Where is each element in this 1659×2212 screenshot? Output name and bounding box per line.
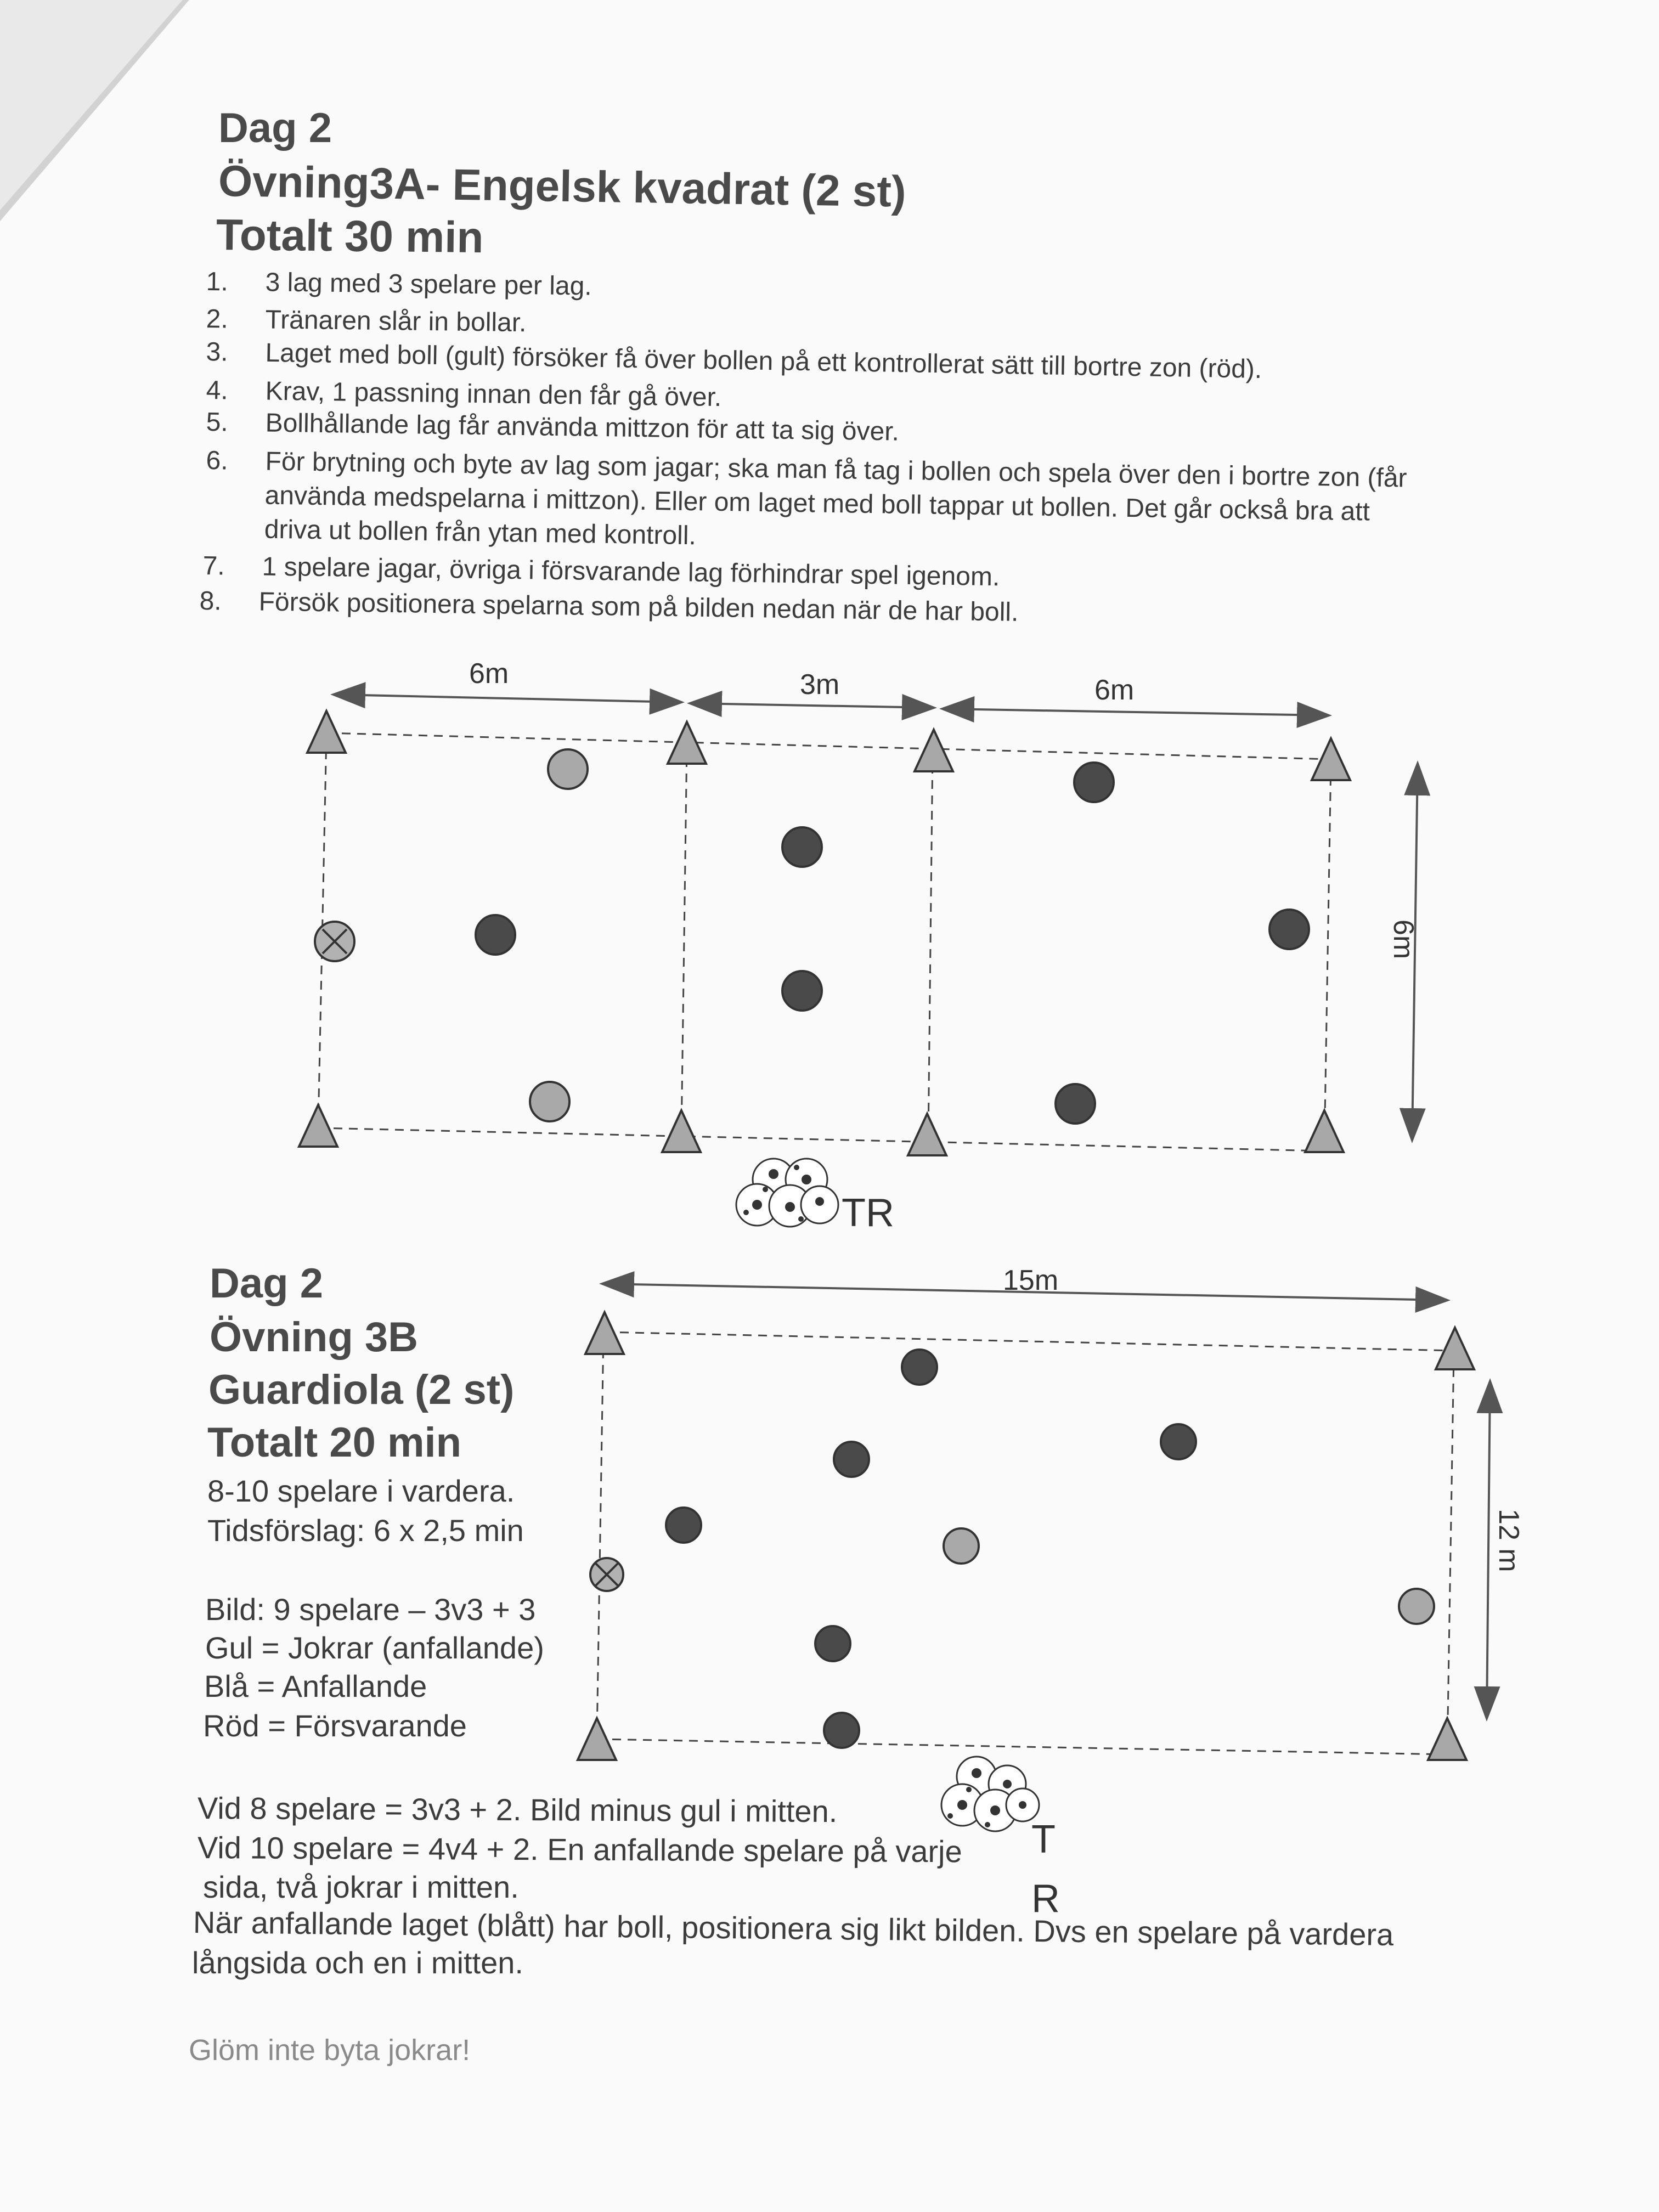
dimension-label-side: 12 m [1493,1509,1525,1572]
player-attacker [901,1348,938,1386]
section1-day: Dag 2 [218,105,332,151]
dimension-label-mid: 3m [800,669,840,701]
players-diagram1 [314,748,1310,1125]
player-middle [781,826,823,868]
note-line: sida, två jokrar i mitten. [203,1870,519,1904]
player-defender [665,1506,702,1544]
section2-total: Totalt 20 min [207,1419,462,1466]
section2-exercise-title: Övning 3B [210,1314,419,1361]
field-lines [596,1331,1455,1756]
section2-time-suggestion: Tidsförslag: 6 x 2,5 min [207,1513,524,1548]
field-lines [317,732,1333,1152]
legend-item: Bild: 9 spelare – 3v3 + 3 [205,1592,536,1627]
cone-icon [912,727,955,772]
player-defender [1160,1423,1197,1460]
note-line: långsida och en i mitten. [192,1945,523,1980]
cone-icon [583,1310,626,1355]
player-defender [833,1441,870,1478]
cone-icon [1303,1108,1346,1153]
player-attacker [823,1712,860,1749]
trainer-label-t: T [1031,1818,1056,1861]
section2-name: Guardiola (2 st) [208,1367,515,1413]
dimension-label-right: 6m [1094,674,1135,706]
players-diagram2 [589,1348,1435,1749]
note-line: Vid 8 spelare = 3v3 + 2. Bild minus gul … [197,1791,838,1829]
player-defender [1268,909,1310,950]
cone-icon [906,1111,949,1156]
player-middle [781,970,823,1012]
dimension-arrow-left [330,682,685,715]
dimension-label-left: 6m [469,658,509,690]
section2-players: 8-10 spelare i vardera. [207,1474,515,1508]
cone-icon [1426,1716,1469,1761]
player-attacker [814,1625,851,1662]
cone-icon [575,1716,618,1761]
legend-item: Röd = Försvarande [203,1708,467,1743]
dimension-label-top: 15m [1003,1265,1059,1296]
player-joker [547,748,589,790]
player-attacker [475,914,516,956]
player-joker [943,1527,980,1565]
cones-diagram2 [575,1310,1476,1761]
cone-icon [665,719,708,765]
legend-item: Blå = Anfallande [204,1669,427,1703]
legend-item: Gul = Jokrar (anfallande) [205,1630,544,1665]
cones-diagram1 [297,708,1352,1156]
cone-icon [660,1108,703,1153]
player-defender [1054,1083,1096,1125]
ball-pile-icon [735,1158,839,1228]
dimension-arrow-right [939,696,1332,729]
trainer-label: TR [842,1191,894,1235]
cone-icon [1434,1325,1476,1370]
trainer-label-r: R [1031,1877,1060,1921]
dimension-arrow-side [1399,760,1431,1143]
player-joker [529,1081,571,1122]
cone-icon [305,708,348,754]
cone-icon [1310,736,1352,781]
ball-pile-icon [940,1756,1040,1832]
cone-icon [297,1102,340,1148]
dimension-arrow-mid [687,691,937,720]
dimension-arrow-side [1474,1378,1503,1722]
dimension-arrow-top [599,1271,1451,1313]
note-line: Vid 10 spelare = 4v4 + 2. En anfallande … [197,1830,962,1869]
player-joker [1398,1588,1435,1625]
reminder: Glöm inte byta jokrar! [189,2034,471,2067]
player-defender [1073,761,1115,803]
section2-day: Dag 2 [210,1260,323,1307]
